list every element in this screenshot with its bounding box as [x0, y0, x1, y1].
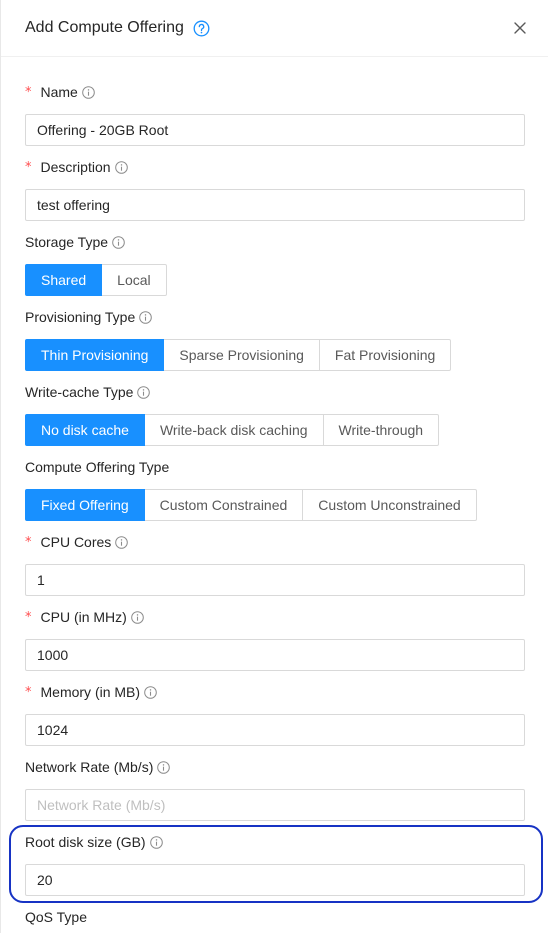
dialog-header: Add Compute Offering: [1, 0, 548, 57]
memory-label: * Memory (in MB): [25, 681, 525, 703]
root-disk-size-field: Root disk size (GB): [25, 831, 525, 896]
info-icon[interactable]: [115, 535, 129, 549]
cpu-mhz-field: * CPU (in MHz): [25, 606, 525, 671]
write-through-option[interactable]: Write-through: [323, 414, 440, 446]
info-icon[interactable]: [131, 610, 144, 624]
memory-field: * Memory (in MB): [25, 681, 525, 746]
no-disk-cache-option[interactable]: No disk cache: [25, 414, 145, 446]
required-marker: *: [25, 84, 32, 100]
write-back-caching-option[interactable]: Write-back disk caching: [144, 414, 324, 446]
cpu-mhz-label-text: CPU (in MHz): [40, 609, 127, 625]
qos-type-field: QoS Type: [25, 906, 525, 928]
cpu-cores-label: * CPU Cores: [25, 531, 525, 553]
cpu-mhz-label: * CPU (in MHz): [25, 606, 525, 628]
required-marker: *: [25, 159, 32, 175]
root-disk-size-input[interactable]: [25, 864, 525, 896]
info-icon[interactable]: [149, 835, 163, 849]
sparse-provisioning-option[interactable]: Sparse Provisioning: [164, 339, 320, 371]
write-cache-type-radio-group: No disk cache Write-back disk caching Wr…: [25, 414, 440, 446]
storage-type-label-text: Storage Type: [25, 234, 109, 250]
storage-type-local-option[interactable]: Local: [102, 264, 167, 296]
info-icon[interactable]: [144, 685, 157, 699]
cpu-cores-label-text: CPU Cores: [40, 534, 112, 550]
storage-type-label: Storage Type: [25, 231, 525, 253]
network-rate-label: Network Rate (Mb/s): [25, 756, 525, 778]
memory-input[interactable]: [25, 714, 525, 746]
description-label-text: Description: [40, 159, 111, 175]
custom-constrained-option[interactable]: Custom Constrained: [144, 489, 304, 521]
root-disk-size-label-text: Root disk size (GB): [25, 834, 146, 850]
qos-type-label: QoS Type: [25, 906, 525, 928]
storage-type-radio-group: Shared Local: [25, 264, 167, 296]
description-label: * Description: [25, 156, 525, 178]
fat-provisioning-option[interactable]: Fat Provisioning: [319, 339, 452, 371]
compute-offering-type-radio-group: Fixed Offering Custom Constrained Custom…: [25, 489, 477, 521]
provisioning-type-label: Provisioning Type: [25, 306, 525, 328]
provisioning-type-field: Provisioning Type Thin Provisioning Spar…: [25, 306, 525, 371]
provisioning-type-radio-group: Thin Provisioning Sparse Provisioning Fa…: [25, 339, 452, 371]
description-input[interactable]: [25, 189, 525, 221]
qos-type-label-text: QoS Type: [25, 909, 88, 925]
cpu-mhz-input[interactable]: [25, 639, 525, 671]
question-circle-icon[interactable]: [193, 20, 210, 37]
fixed-offering-option[interactable]: Fixed Offering: [25, 489, 145, 521]
storage-type-field: Storage Type Shared Local: [25, 231, 525, 296]
dialog-title: Add Compute Offering: [25, 19, 184, 36]
name-label: * Name: [25, 81, 525, 103]
info-icon[interactable]: [112, 235, 125, 249]
name-field: * Name: [25, 81, 525, 146]
required-marker: *: [25, 609, 32, 625]
network-rate-label-text: Network Rate (Mb/s): [25, 759, 154, 775]
name-input[interactable]: [25, 114, 525, 146]
root-disk-size-label: Root disk size (GB): [25, 831, 525, 853]
info-icon[interactable]: [82, 85, 95, 99]
custom-unconstrained-option[interactable]: Custom Unconstrained: [303, 489, 477, 521]
description-field: * Description: [25, 156, 525, 221]
required-marker: *: [25, 534, 32, 550]
info-icon[interactable]: [139, 310, 153, 324]
network-rate-input[interactable]: [25, 789, 525, 821]
name-label-text: Name: [40, 84, 78, 100]
write-cache-type-label-text: Write-cache Type: [25, 384, 134, 400]
cpu-cores-field: * CPU Cores: [25, 531, 525, 596]
compute-offering-type-label: Compute Offering Type: [25, 456, 525, 478]
info-icon[interactable]: [137, 385, 151, 399]
storage-type-shared-option[interactable]: Shared: [25, 264, 103, 296]
info-icon[interactable]: [114, 160, 128, 174]
write-cache-type-field: Write-cache Type No disk cache Write-bac…: [25, 381, 525, 446]
compute-offering-type-label-text: Compute Offering Type: [25, 459, 170, 475]
cpu-cores-input[interactable]: [25, 564, 525, 596]
required-marker: *: [25, 684, 32, 700]
network-rate-field: Network Rate (Mb/s): [25, 756, 525, 821]
compute-offering-type-field: Compute Offering Type Fixed Offering Cus…: [25, 456, 525, 521]
provisioning-type-label-text: Provisioning Type: [25, 309, 136, 325]
memory-label-text: Memory (in MB): [40, 684, 141, 700]
close-icon[interactable]: [512, 20, 528, 36]
write-cache-type-label: Write-cache Type: [25, 381, 525, 403]
thin-provisioning-option[interactable]: Thin Provisioning: [25, 339, 165, 371]
info-icon[interactable]: [157, 760, 171, 774]
